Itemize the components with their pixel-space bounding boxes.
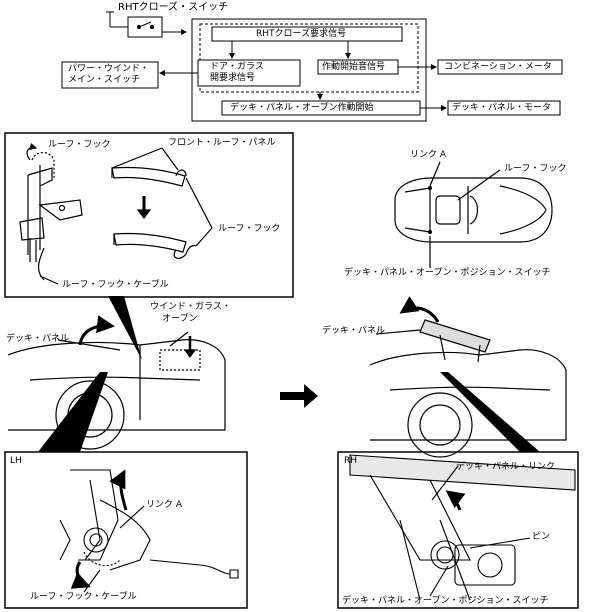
deck-panel-switch-label-top: デッキ・パネル・オープン・ポジション・スイッチ — [344, 268, 551, 278]
deck-panel-motor: デッキ・パネル・モータ — [452, 103, 552, 113]
wedge-top — [108, 296, 142, 360]
power-window-switch-line1: パワー・ウインド・ — [68, 64, 150, 74]
window-glass-open-line1: ウインド・ガラス・ — [150, 302, 231, 312]
link-a-label-top: リンク A — [410, 150, 447, 160]
rht-close-switch-label: RHTクローズ・スイッチ — [118, 2, 229, 13]
flow-diagram — [61, 11, 563, 122]
front-roof-panel-label: フロント・ルーフ・パネル — [168, 138, 276, 148]
deck-panel-link-label: デッキ・パネル・リンク — [456, 462, 556, 472]
deck-panel-switch-label-rh: デッキ・パネル・オープン・ポジション・スイッチ — [342, 596, 549, 606]
power-window-switch-line2: メイン・スイッチ — [68, 75, 141, 85]
deck-panel-label-right: デッキ・パネル — [322, 326, 386, 336]
lh-label: LH — [10, 456, 22, 466]
window-glass-open-line2: オープン — [162, 314, 198, 324]
roof-hook-label-right: ルーフ・フック — [218, 224, 281, 234]
door-glass-signal-line2: 開要求信号 — [210, 73, 256, 83]
deck-panel-label-left: デッキ・パネル — [6, 334, 70, 344]
combination-meter: コンビネーション・メータ — [444, 62, 552, 72]
rh-label: RH — [344, 456, 358, 466]
wedge-rh — [440, 372, 540, 452]
roof-hook-label-car: ルーフ・フック — [504, 164, 567, 174]
roof-hook-cable-label-top: ルーフ・フック・ケーブル — [62, 280, 169, 290]
rh-detail — [337, 451, 579, 609]
roof-hook-cable-label-lh: ルーフ・フック・ケーブル — [30, 592, 137, 602]
car-top-view — [394, 161, 553, 268]
wedge-lh — [38, 372, 108, 452]
roof-hook-detail — [4, 132, 294, 298]
pin-label: ピン — [532, 532, 551, 542]
car-side-view-left — [7, 315, 226, 450]
operation-sound-signal: 作動開始音信号 — [322, 62, 386, 72]
link-a-label-lh: リンク A — [146, 500, 183, 510]
rht-close-request-signal: RHTクローズ要求信号 — [256, 29, 347, 39]
deck-panel-open-start: デッキ・パネル・オープン作動開始 — [230, 103, 374, 113]
car-side-view-right — [369, 296, 567, 458]
roof-hook-label-top: ルーフ・フック — [48, 140, 111, 150]
lh-detail — [4, 451, 248, 609]
transition-arrow — [280, 384, 318, 408]
door-glass-signal-line1: ドア・ガラス — [210, 62, 264, 72]
